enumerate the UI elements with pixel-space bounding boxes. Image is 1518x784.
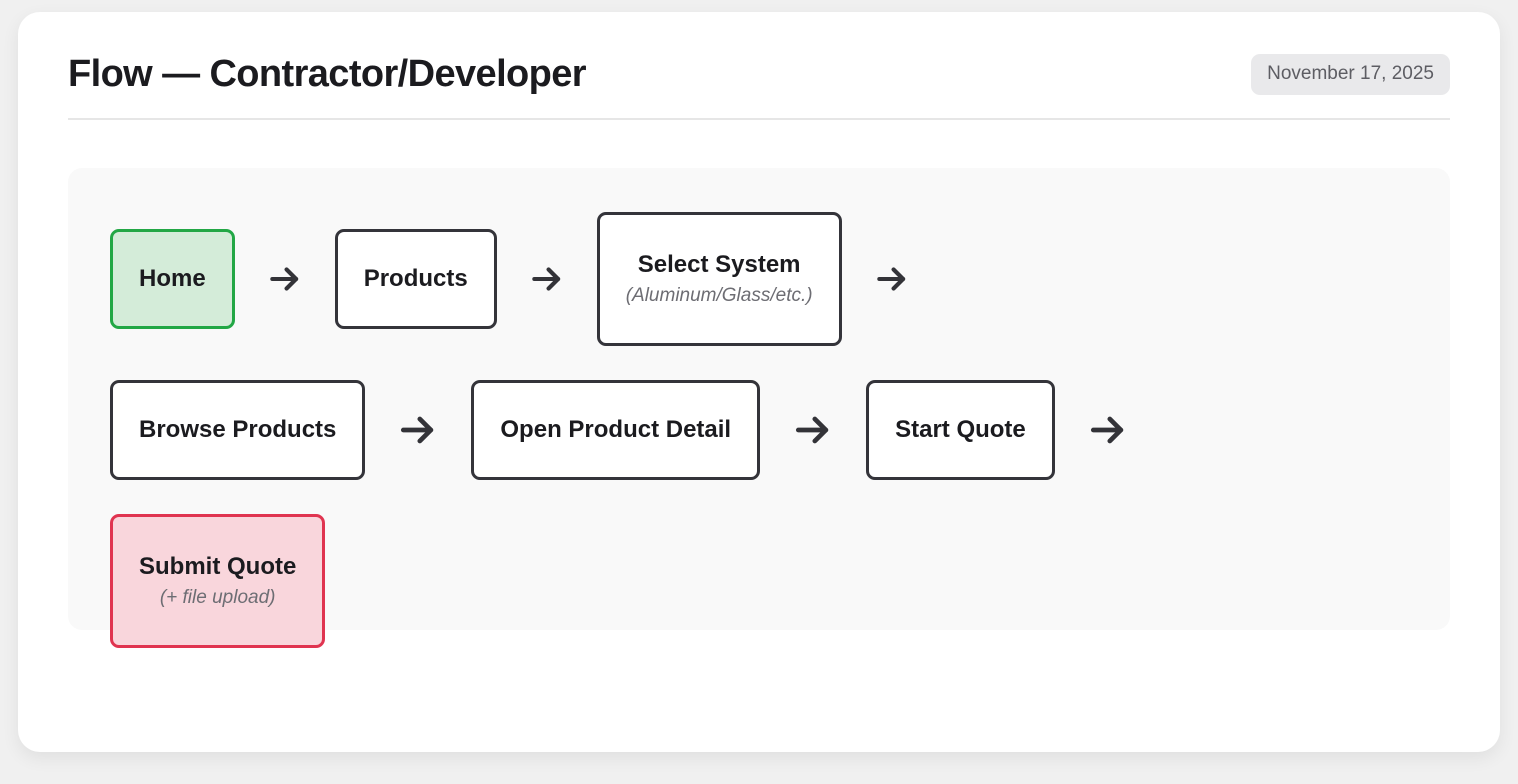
flow-row: Submit Quote (+ file upload): [110, 513, 1408, 648]
date-badge: November 17, 2025: [1251, 54, 1450, 96]
arrow-right-icon: [760, 408, 866, 452]
flow-card: Flow — Contractor/Developer November 17,…: [18, 12, 1500, 752]
flow-node-label: Submit Quote: [139, 553, 297, 581]
flow-node-label: Select System: [637, 251, 801, 279]
flow-row: Browse Products Open Product Detail Star…: [110, 379, 1408, 480]
flow-node-label: Home: [139, 265, 206, 292]
flow-node-label: Open Product Detail: [500, 416, 732, 443]
flow-node-select-system[interactable]: Select System (Aluminum/Glass/etc.): [596, 211, 842, 346]
flow-node-browse-products[interactable]: Browse Products: [110, 379, 366, 480]
arrow-right-icon: [365, 408, 471, 452]
flow-node-label: Start Quote: [895, 416, 1026, 443]
flow-node-products[interactable]: Products: [334, 228, 497, 329]
flow-node-label: Browse Products: [139, 416, 337, 443]
arrow-right-icon: [842, 260, 942, 298]
flow-node-sublabel: (+ file upload): [159, 586, 276, 608]
flow-node-start-quote[interactable]: Start Quote: [866, 379, 1055, 480]
flow-rows: Home Products Select System (Aluminum/Gl…: [110, 211, 1408, 648]
flow-node-submit-quote[interactable]: Submit Quote (+ file upload): [110, 513, 326, 648]
flow-node-open-product-detail[interactable]: Open Product Detail: [471, 379, 761, 480]
flow-node-sublabel: (Aluminum/Glass/etc.): [625, 284, 813, 306]
page-title: Flow — Contractor/Developer: [68, 53, 587, 95]
flow-node-label: Products: [363, 265, 468, 292]
arrow-right-icon: [497, 260, 597, 298]
arrow-right-icon: [235, 260, 335, 298]
arrow-right-icon: [1055, 408, 1161, 452]
flow-diagram-panel: Home Products Select System (Aluminum/Gl…: [68, 167, 1450, 648]
flow-node-home[interactable]: Home: [110, 228, 235, 329]
card-header: Flow — Contractor/Developer November 17,…: [68, 53, 1450, 120]
flow-row: Home Products Select System (Aluminum/Gl…: [110, 211, 1408, 346]
